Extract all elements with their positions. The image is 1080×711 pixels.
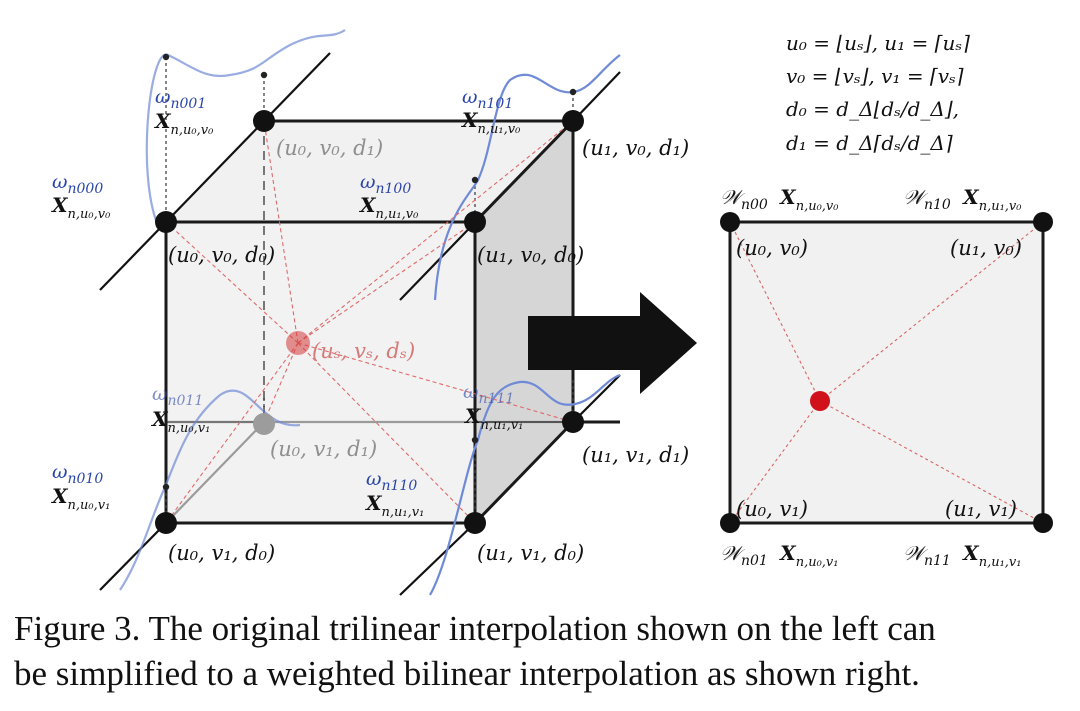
caption-line-2: be simplified to a weighted bilinear int… (14, 654, 920, 693)
feature-label-110: Xn,u₁,v₁ (364, 491, 424, 520)
trilinear-cube: (u₀, v₀, d₀) (u₁, v₀, d₀) (u₀, v₁, d₀) (… (50, 29, 689, 596)
weight-n010: ωn010 (52, 461, 103, 487)
figure-caption: Figure 3. The original trilinear interpo… (14, 606, 1074, 696)
caption-line-1: Figure 3. The original trilinear interpo… (14, 609, 936, 648)
square-label-top-left: 𝒲n00 Xn,u₀,v₀ (720, 185, 839, 214)
weight-n011: ωn011 (152, 383, 203, 409)
square-face (728, 220, 1045, 525)
feature-label-111: Xn,u₁,v₁ (463, 404, 523, 433)
square-label-bottom-left: 𝒲n01 Xn,u₀,v₁ (720, 541, 838, 570)
corner-label-011: (u₀, v₁, d₁) (270, 437, 377, 461)
weight-n001: ωn001 (155, 86, 206, 112)
corner-label-101: (u₁, v₀, d₁) (582, 136, 689, 160)
bilinear-square: (u₀, v₀) (u₁, v₀) (u₀, v₁) (u₁, v₁) 𝒲n00… (720, 185, 1053, 570)
sample-point (286, 331, 310, 355)
interp-lines (165, 120, 574, 524)
weight-n111: ωn111 (463, 381, 514, 407)
equation-v: v₀ = ⌊vₛ⌋, v₁ = ⌈vₛ⌉ (786, 64, 964, 88)
cube-front-face (166, 222, 475, 523)
corner-label-000: (u₀, v₀, d₀) (168, 243, 275, 267)
corner-label-010: (u₀, v₁, d₀) (168, 541, 275, 565)
square-corner-11: (u₁, v₁) (945, 497, 1017, 521)
square-corner-01: (u₀, v₁) (736, 497, 808, 521)
corner-label-110: (u₁, v₁, d₀) (477, 541, 584, 565)
weight-n101: ωn101 (462, 86, 513, 112)
feature-label-010: Xn,u₀,v₁ (50, 484, 110, 513)
equation-d1: d₁ = d_Δ⌈dₛ/d_Δ⌉ (786, 131, 953, 155)
square-label-bottom-right: 𝒲n11 Xn,u₁,v₁ (903, 541, 1021, 570)
square-sample-point (810, 391, 830, 411)
feature-label-100: Xn,u₁,v₀ (358, 193, 419, 222)
weight-n000: ωn000 (52, 171, 103, 197)
equation-u: u₀ = ⌊uₛ⌋, u₁ = ⌈uₛ⌉ (786, 31, 970, 55)
weight-curves (119, 29, 621, 596)
weight-n100: ωn100 (360, 171, 411, 197)
feature-label-000: Xn,u₀,v₀ (50, 193, 111, 222)
feature-label-011: Xn,u₀,v₁ (150, 407, 210, 436)
cube-edges (164, 119, 620, 525)
cube-vertices (155, 53, 584, 534)
sample-label: (uₛ, vₛ, dₛ) (312, 339, 415, 363)
transform-arrow-icon (528, 292, 697, 394)
figure-3: (u₀, v₀, d₀) (u₁, v₀, d₀) (u₀, v₁, d₀) (… (50, 29, 1053, 596)
square-corner-00: (u₀, v₀) (736, 236, 808, 260)
equation-d0: d₀ = d_Δ⌊dₛ/d_Δ⌋, (786, 97, 959, 121)
square-label-top-right: 𝒲n10 Xn,u₁,v₀ (903, 185, 1022, 214)
feature-label-101: Xn,u₁,v₀ (460, 108, 521, 137)
corner-label-001: (u₀, v₀, d₁) (276, 136, 383, 160)
weight-n110: ωn110 (366, 468, 417, 494)
square-corner-10: (u₁, v₀) (950, 236, 1022, 260)
feature-label-001: Xn,u₀,v₀ (153, 109, 214, 138)
corner-label-111: (u₁, v₁, d₁) (582, 443, 689, 467)
corner-label-100: (u₁, v₀, d₀) (477, 243, 584, 267)
equations: u₀ = ⌊uₛ⌋, u₁ = ⌈uₛ⌉ v₀ = ⌊vₛ⌋, v₁ = ⌈vₛ… (786, 31, 970, 155)
